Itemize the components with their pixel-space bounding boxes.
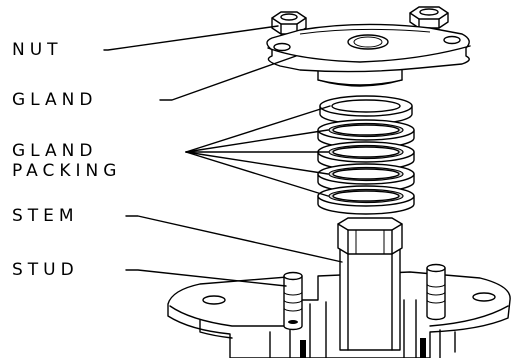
label-stem: STEM bbox=[12, 206, 79, 226]
label-gland-packing-line1: GLAND bbox=[12, 141, 98, 161]
leader-packing-2 bbox=[185, 129, 329, 153]
gland-flange bbox=[266, 23, 471, 87]
label-gland: GLAND bbox=[12, 90, 98, 110]
packing-ring-1 bbox=[319, 95, 413, 125]
leader-gland bbox=[159, 55, 297, 101]
leader-lines bbox=[103, 25, 343, 287]
leader-nut bbox=[103, 25, 279, 51]
leader-stud bbox=[125, 269, 287, 287]
label-gland-packing-line2: PACKING bbox=[12, 161, 122, 181]
leader-packing-5 bbox=[185, 151, 329, 197]
valve-body-base bbox=[167, 271, 511, 358]
nut-left bbox=[271, 11, 307, 35]
stem bbox=[337, 217, 403, 351]
nut-right bbox=[409, 6, 449, 29]
leader-stem bbox=[125, 215, 343, 263]
leader-packing-4 bbox=[185, 151, 329, 175]
packing-ring-5 bbox=[317, 185, 415, 215]
label-stud: STUD bbox=[12, 260, 79, 280]
stud-left bbox=[283, 271, 303, 331]
stud-right bbox=[426, 263, 446, 321]
label-nut: NUT bbox=[12, 40, 63, 60]
leader-packing-1 bbox=[185, 105, 331, 153]
